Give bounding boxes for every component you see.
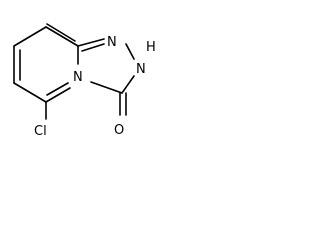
atom-h-on-n2: H xyxy=(146,40,156,55)
bond-c8-c8-double xyxy=(46,23,76,42)
atom-n1: N xyxy=(107,35,117,50)
molecule-diagram: N N H N O Cl xyxy=(0,0,179,156)
bond-c6-c5 xyxy=(13,82,47,103)
bond-n1-n2 xyxy=(125,43,135,60)
bond-c8a-c8 xyxy=(45,26,79,47)
molecule-structure: N N H N O Cl xyxy=(13,23,156,139)
atom-n4: N xyxy=(73,70,83,85)
bond-c8-c7 xyxy=(13,26,47,47)
bond-c5-n4-double xyxy=(46,82,69,96)
atom-n2: N xyxy=(136,62,146,77)
atom-o: O xyxy=(114,123,124,138)
bond-n2-c3 xyxy=(121,75,135,94)
bond-c5-n4 xyxy=(45,87,71,103)
bond-c8a-n1-double xyxy=(81,43,105,52)
bond-c3-n4 xyxy=(90,81,123,94)
atom-cl: Cl xyxy=(34,124,47,139)
bond-c8a-n1 xyxy=(77,38,105,47)
